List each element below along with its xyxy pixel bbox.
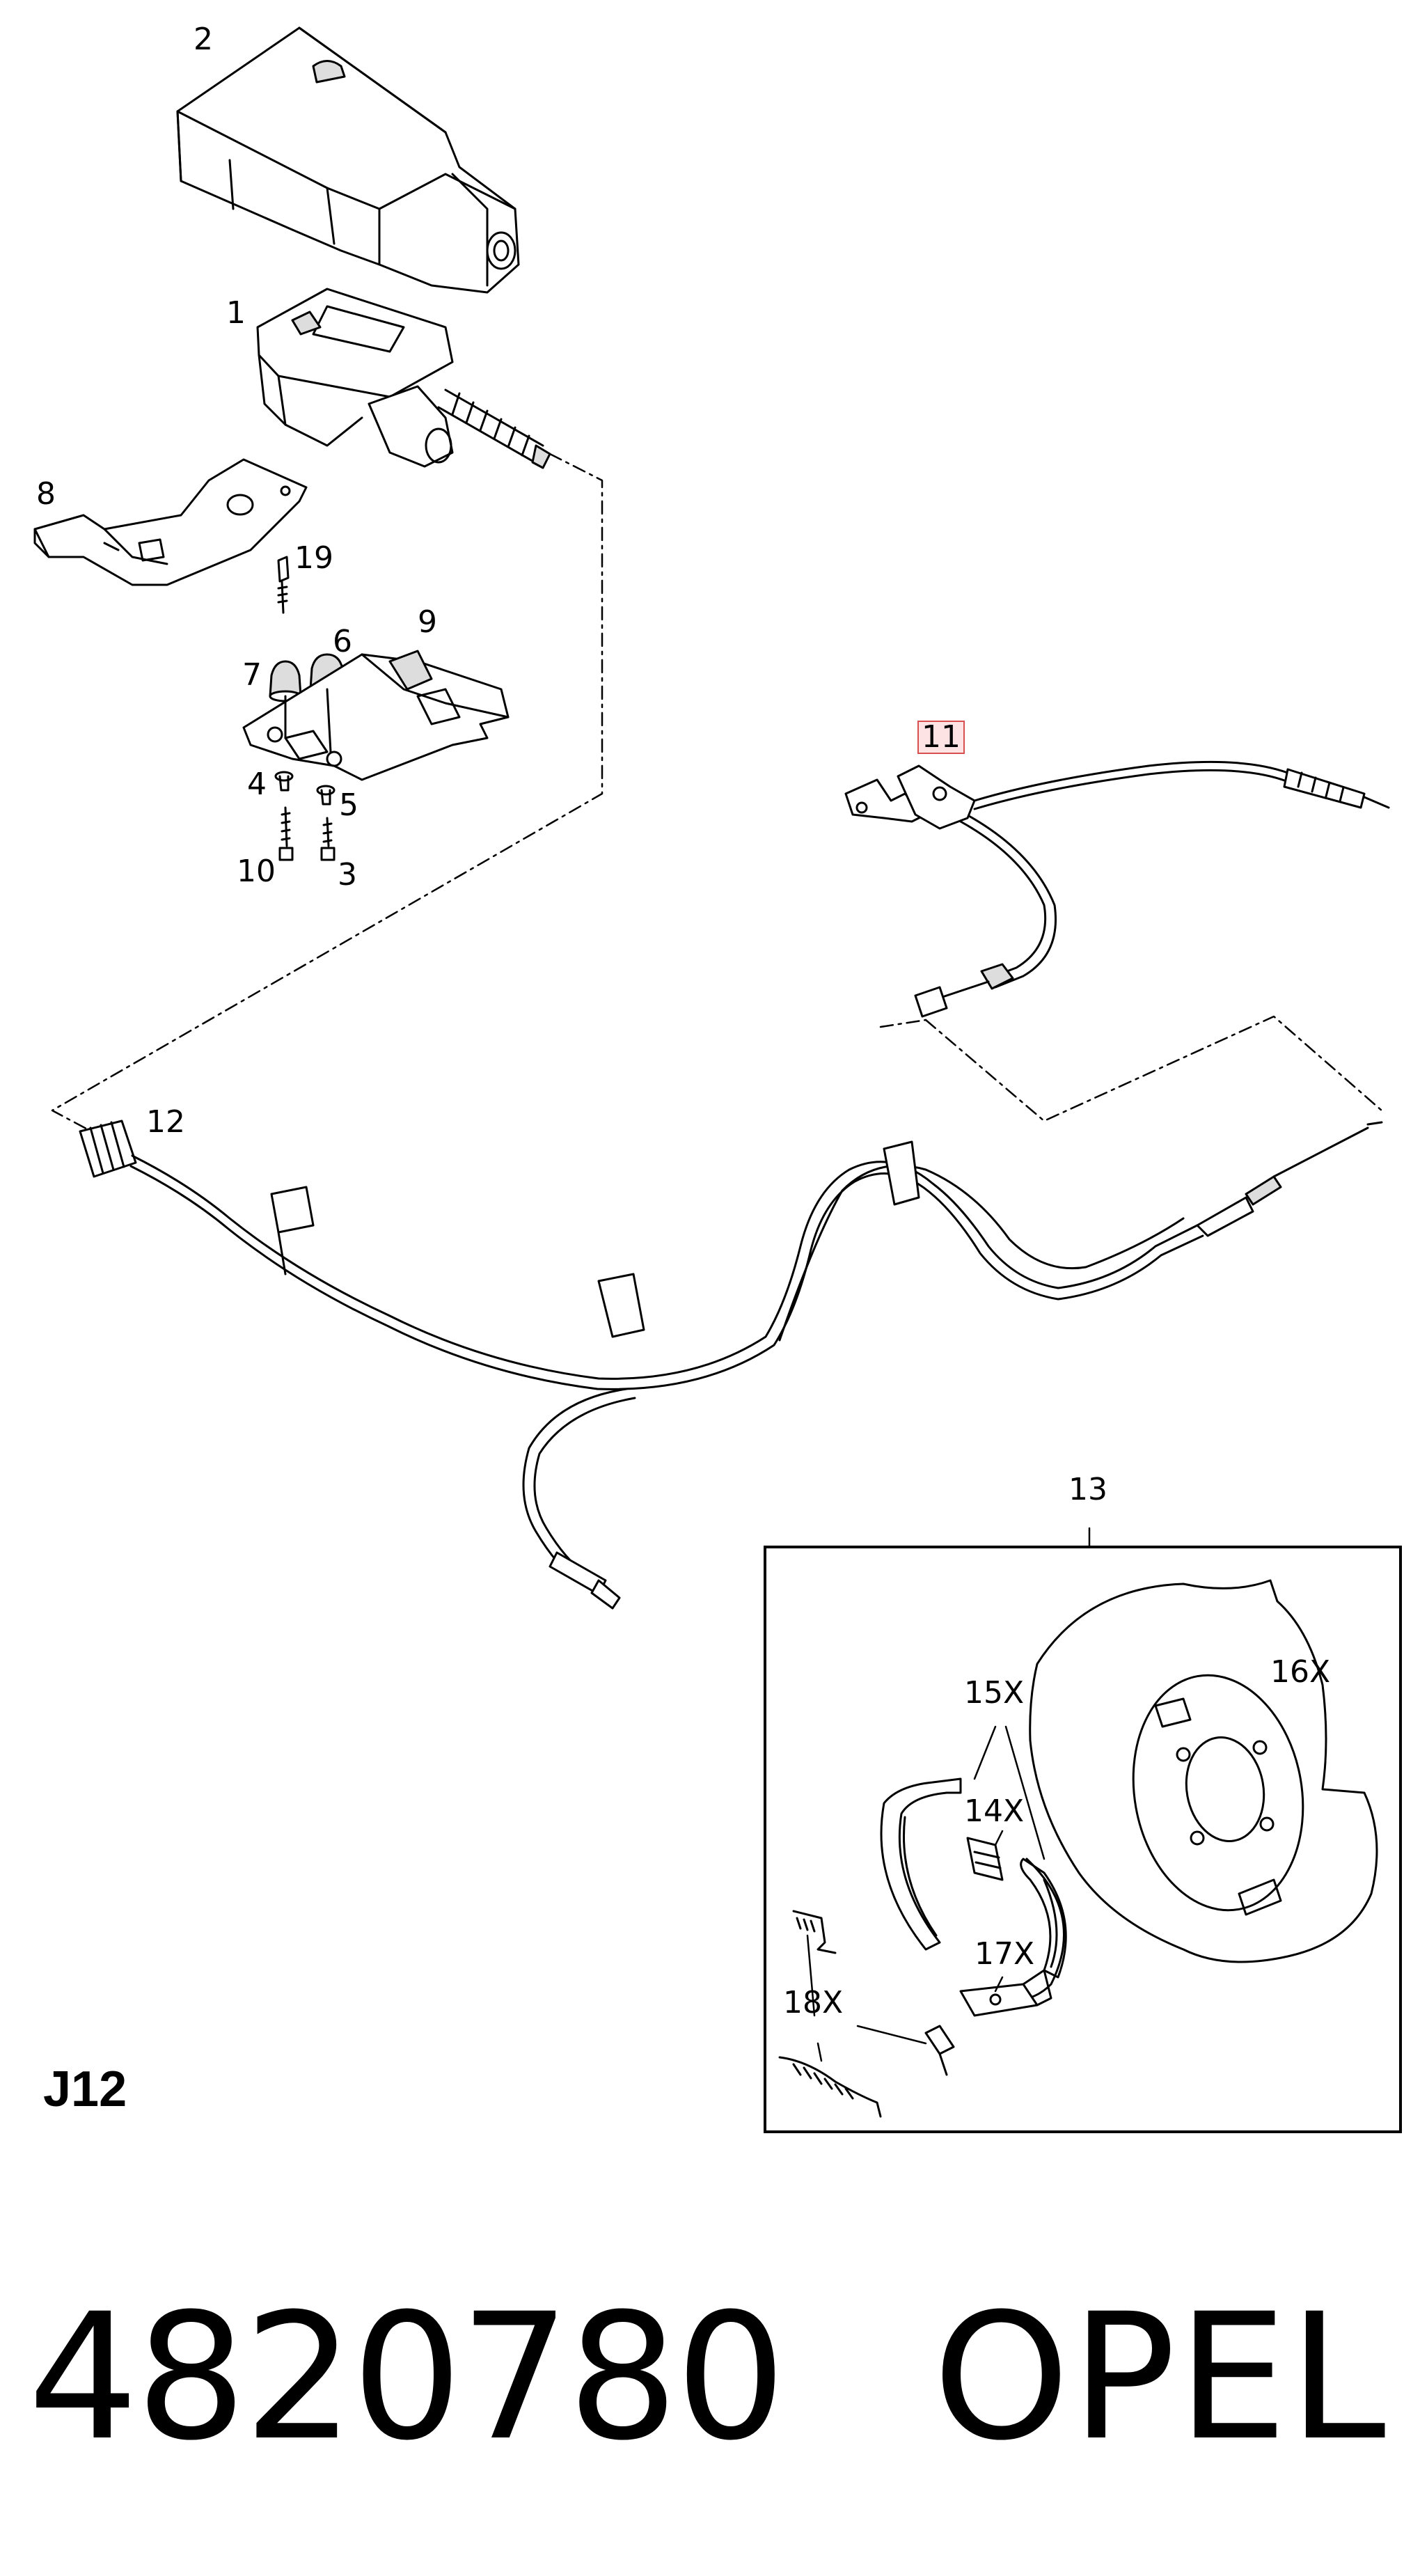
callout-3: 3 [338,857,357,893]
callout-2: 2 [194,22,213,57]
section-code: J12 [43,2061,127,2117]
callout-8: 8 [36,476,56,512]
brake-cable-12 [79,1120,1383,1610]
bolt-19 [277,556,290,614]
part-number: 4820780 [28,2276,786,2479]
callout-10: 10 [237,854,276,889]
adjuster-14x [966,1837,1004,1881]
callout-15x: 15X [964,1675,1025,1711]
callout-7: 7 [242,657,262,693]
callout-5: 5 [339,787,358,823]
brand-name: OPEL [933,2276,1387,2479]
callout-13: 13 [1068,1472,1107,1507]
callout-9: 9 [418,604,437,640]
callout-11-highlighted[interactable]: 11 [917,721,965,754]
backing-plate [1029,1579,1378,1963]
brake-cable-11 [844,760,1390,1018]
connection-lines [51,453,1383,1140]
springs-18x [778,1910,955,2118]
adjuster-17x [959,1969,1052,2017]
callout-18x: 18X [783,1985,844,2020]
fasteners [274,771,336,861]
callout-4: 4 [247,767,267,802]
mounting-bracket [33,458,308,586]
grommet-7 [269,660,302,702]
callout-1: 1 [226,295,246,331]
callout-14x: 14X [964,1793,1025,1829]
leader-lines [806,1527,1091,2062]
control-unit-cover [176,26,520,294]
callout-6: 6 [333,624,352,659]
parking-brake-actuator [256,288,551,469]
callout-19: 19 [294,540,333,576]
brake-shoes [880,1777,1067,2001]
callout-12: 12 [146,1104,185,1140]
kit-13-frame [764,1546,1402,2133]
callout-16x: 16X [1270,1654,1331,1690]
callout-17x: 17X [975,1936,1035,1972]
lower-bracket [242,650,510,781]
